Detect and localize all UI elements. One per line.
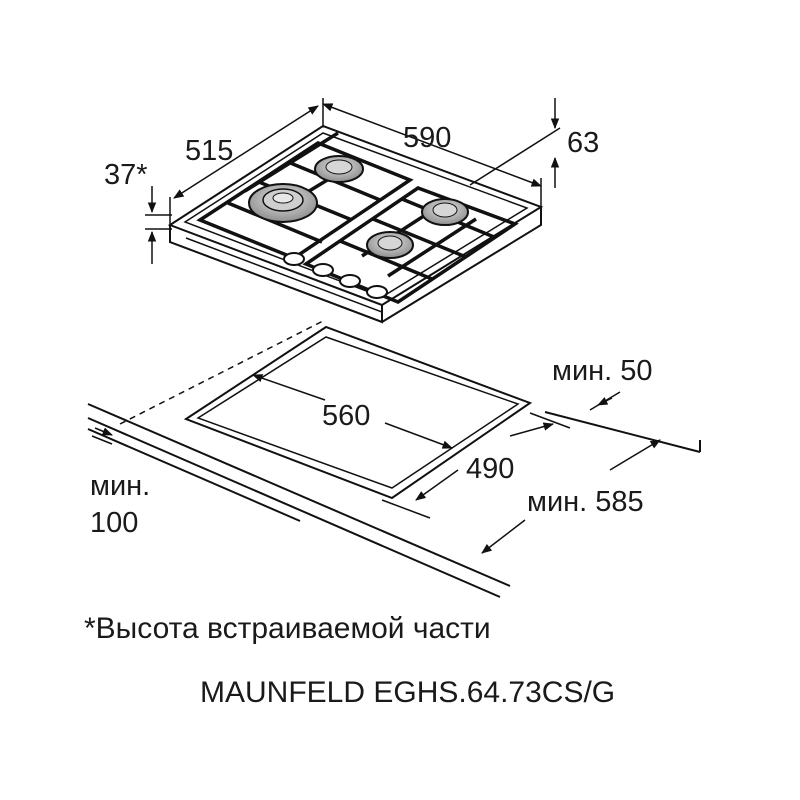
burner-back xyxy=(314,155,364,183)
dim-min-front-label-1: мин. xyxy=(90,470,150,502)
control-knobs xyxy=(283,252,388,299)
dim-min-depth-label: мин. 585 xyxy=(527,486,644,518)
footnote: *Высота встраиваемой части xyxy=(84,612,491,645)
dim-depth-label: 515 xyxy=(185,135,233,167)
burner-large xyxy=(248,183,318,223)
cutout-dimension-lines xyxy=(91,374,661,554)
hob-dimension-lines xyxy=(145,98,561,264)
dim-cutout-depth-label: 490 xyxy=(466,453,514,485)
dim-builtin-height-label: 37* xyxy=(104,159,148,191)
countertop-drawing xyxy=(87,319,701,598)
burner-right xyxy=(421,198,469,226)
dim-min-back-label: мин. 50 xyxy=(552,355,653,387)
dim-width-label: 590 xyxy=(403,122,451,154)
dim-cutout-width-label: 560 xyxy=(322,400,370,432)
dim-height-top-label: 63 xyxy=(567,127,599,159)
burner-front xyxy=(366,231,414,259)
dim-min-front-label-2: 100 xyxy=(90,507,138,539)
model-name: MAUNFELD EGHS.64.73CS/G xyxy=(200,676,616,709)
